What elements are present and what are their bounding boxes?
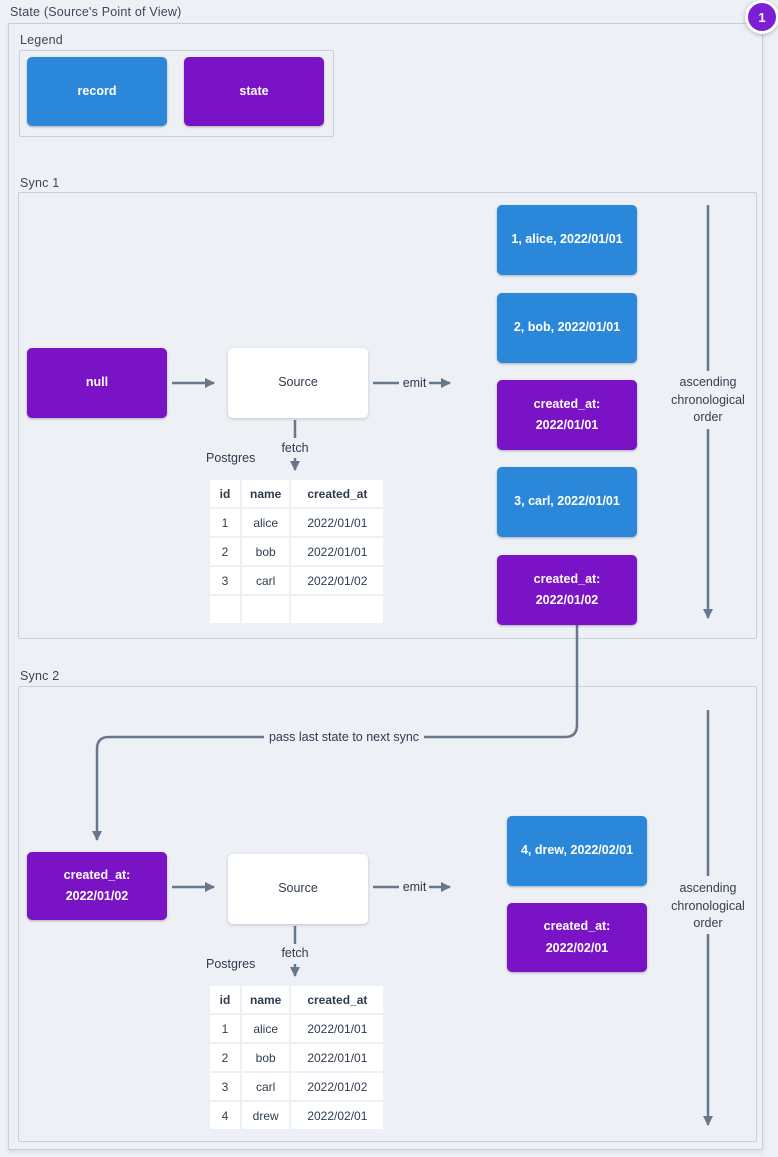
table-header-row: id name created_at [210, 986, 384, 1013]
table-header: created_at [291, 986, 384, 1013]
table-cell: 2022/02/01 [291, 1102, 384, 1129]
table-cell: alice [242, 1015, 290, 1042]
legend-state-swatch: state [184, 57, 324, 126]
sync1-source-node: Source [228, 348, 368, 418]
sync2-source-node: Source [228, 854, 368, 924]
sync1-label: Sync 1 [20, 176, 60, 190]
table-cell [291, 596, 384, 623]
table-cell: drew [242, 1102, 290, 1129]
table-row: 2 bob 2022/01/01 [210, 1044, 384, 1071]
sync2-label: Sync 2 [20, 669, 60, 683]
table-header-row: id name created_at [210, 480, 384, 507]
sync1-state-1: created_at: 2022/01/01 [497, 380, 637, 450]
sync2-state-1: created_at: 2022/02/01 [507, 903, 647, 972]
sync1-state-2: created_at: 2022/01/02 [497, 555, 637, 625]
table-cell: 4 [210, 1102, 240, 1129]
table-header: id [210, 986, 240, 1013]
table-cell: 2 [210, 1044, 240, 1071]
sync1-record-2: 2, bob, 2022/01/01 [497, 293, 637, 363]
table-cell: 2022/01/02 [291, 1073, 384, 1100]
table-row: 2 bob 2022/01/01 [210, 538, 384, 565]
sync2-input-state-node: created_at: 2022/01/02 [27, 852, 167, 920]
table-cell [210, 596, 240, 623]
main-container-frame [8, 23, 763, 1150]
table-row: 3 carl 2022/01/02 [210, 1073, 384, 1100]
table-cell: 2022/01/01 [291, 1015, 384, 1042]
table-cell: 2 [210, 538, 240, 565]
sync2-record-1: 4, drew, 2022/02/01 [507, 816, 647, 886]
table-cell: 1 [210, 1015, 240, 1042]
table-cell: 2022/01/01 [291, 509, 384, 536]
sync1-postgres-label: Postgres [206, 451, 256, 465]
sync1-record-3: 3, carl, 2022/01/01 [497, 467, 637, 537]
legend-frame [19, 50, 334, 137]
table-cell: bob [242, 538, 290, 565]
table-cell [242, 596, 290, 623]
sync2-order-note: ascending chronological order [671, 881, 745, 930]
table-cell: 1 [210, 509, 240, 536]
sync1-postgres-table: id name created_at 1 alice 2022/01/01 2 … [208, 478, 385, 625]
table-row: 3 carl 2022/01/02 [210, 567, 384, 594]
step-badge: 1 [745, 0, 778, 34]
sync1-emit-label: emit [402, 376, 427, 390]
sync1-fetch-label: fetch [281, 441, 309, 455]
table-cell: carl [242, 1073, 290, 1100]
table-header: created_at [291, 480, 384, 507]
table-row: 1 alice 2022/01/01 [210, 1015, 384, 1042]
table-cell: 3 [210, 567, 240, 594]
table-cell: bob [242, 1044, 290, 1071]
table-cell: alice [242, 509, 290, 536]
table-cell: 2022/01/01 [291, 1044, 384, 1071]
legend-label: Legend [20, 33, 63, 47]
table-header: name [242, 986, 290, 1013]
table-header: name [242, 480, 290, 507]
sync2-postgres-table: id name created_at 1 alice 2022/01/01 2 … [208, 984, 385, 1131]
table-cell: 3 [210, 1073, 240, 1100]
table-cell: carl [242, 567, 290, 594]
sync1-order-note: ascending chronological order [671, 375, 745, 424]
table-row: 4 drew 2022/02/01 [210, 1102, 384, 1129]
table-row [210, 596, 384, 623]
sync2-fetch-label: fetch [281, 946, 309, 960]
table-cell: 2022/01/01 [291, 538, 384, 565]
sync1-record-1: 1, alice, 2022/01/01 [497, 205, 637, 275]
legend-record-swatch: record [27, 57, 167, 126]
table-cell: 2022/01/02 [291, 567, 384, 594]
sync1-input-state-node: null [27, 348, 167, 418]
sync2-emit-label: emit [402, 880, 427, 894]
pass-state-label: pass last state to next sync [263, 730, 425, 744]
page-title: State (Source's Point of View) [10, 5, 182, 19]
table-header: id [210, 480, 240, 507]
table-row: 1 alice 2022/01/01 [210, 509, 384, 536]
sync2-postgres-label: Postgres [206, 957, 256, 971]
